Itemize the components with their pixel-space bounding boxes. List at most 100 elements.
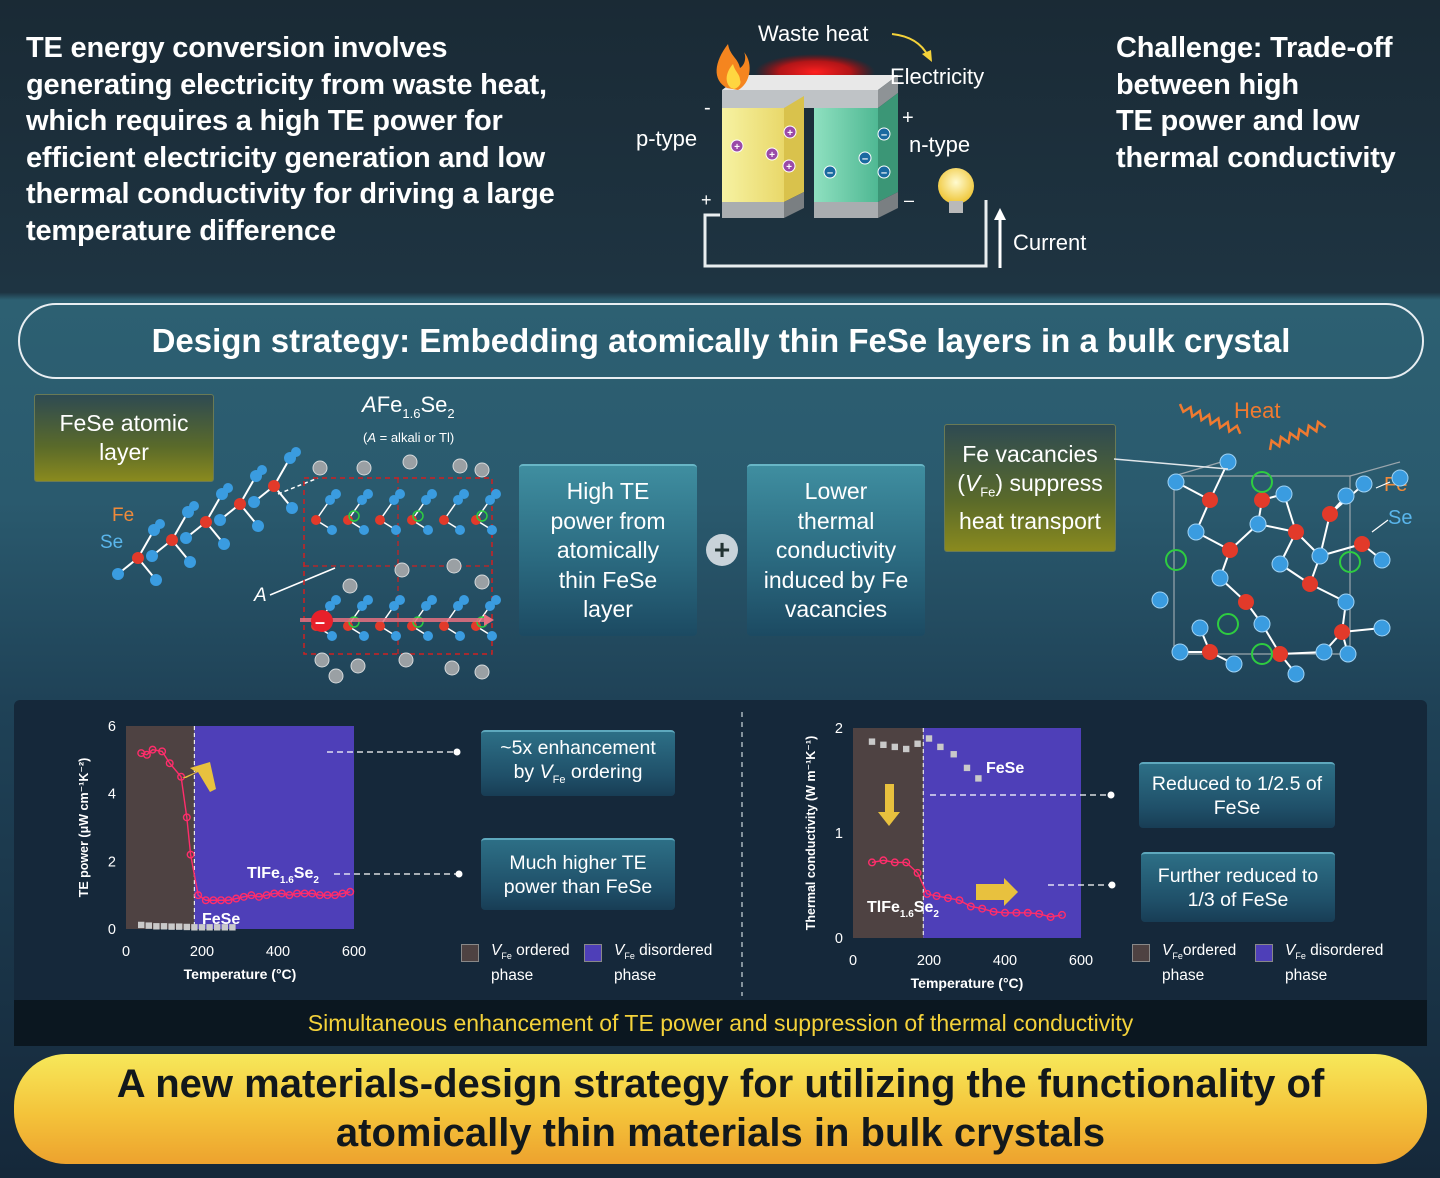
se-atom bbox=[1253, 615, 1271, 633]
design-strategy-banner: Design strategy: Embedding atomically th… bbox=[18, 303, 1424, 379]
a-atom bbox=[398, 652, 414, 668]
vacancy-site bbox=[348, 510, 360, 522]
se-atom bbox=[423, 631, 433, 641]
p-minus-sign: - bbox=[704, 97, 711, 119]
high-te-power-box: High TE power from atomically thin FeSe … bbox=[519, 464, 697, 636]
tl-data-point bbox=[300, 889, 309, 898]
heat-wave-left bbox=[1178, 403, 1242, 435]
tl-data-point bbox=[1023, 908, 1032, 917]
se-atom bbox=[248, 496, 260, 508]
tl-data-point bbox=[913, 868, 922, 877]
fe-atom bbox=[439, 621, 449, 631]
n-type-label: n-type bbox=[909, 132, 970, 157]
fese-data-point bbox=[214, 924, 221, 931]
vacancy-site bbox=[1339, 551, 1361, 573]
reduced-annotation: Reduced to 1/2.5 of FeSe bbox=[1139, 762, 1335, 828]
electron-carriers bbox=[823, 127, 891, 179]
p-plus-sign: + bbox=[701, 190, 712, 210]
flame-icon bbox=[716, 44, 750, 90]
a-atom bbox=[446, 558, 462, 574]
svg-text:+: + bbox=[769, 150, 775, 161]
fese-data-point bbox=[183, 923, 190, 931]
se-atom bbox=[363, 595, 373, 605]
fe-atom bbox=[1202, 492, 1218, 508]
se-atom bbox=[1191, 619, 1209, 637]
svg-text:–: – bbox=[881, 129, 887, 141]
fe-atom bbox=[1202, 644, 1218, 660]
se-atom bbox=[391, 631, 401, 641]
electron-sign: – bbox=[315, 612, 325, 632]
fe-atom bbox=[311, 515, 321, 525]
tl-data-point bbox=[177, 772, 186, 781]
fese-data-point bbox=[176, 923, 183, 930]
fese-data-point bbox=[153, 923, 160, 930]
se-atom bbox=[491, 489, 501, 499]
tl-series-label: TlFe1.6Se2 bbox=[247, 865, 319, 886]
se-atom bbox=[1171, 643, 1189, 661]
vacancy-site bbox=[1251, 643, 1273, 665]
y-tick-label: 0 bbox=[108, 922, 116, 938]
fese-layer-chain bbox=[112, 447, 336, 596]
tl-data-point bbox=[902, 858, 911, 867]
y-tick-label: 1 bbox=[835, 826, 843, 842]
se-atom bbox=[291, 447, 301, 457]
fese-data-point bbox=[229, 924, 236, 931]
tl-data-point bbox=[323, 891, 332, 900]
a-atom bbox=[444, 660, 460, 676]
tl-data-point bbox=[216, 896, 225, 905]
fe-atom bbox=[1288, 524, 1304, 540]
tl-data-point bbox=[879, 856, 888, 865]
se-atom bbox=[1355, 475, 1373, 493]
tl-data-point bbox=[978, 904, 987, 913]
se-atom bbox=[223, 483, 233, 493]
x-tick-label: 600 bbox=[342, 944, 366, 960]
se-atom bbox=[189, 501, 199, 511]
x-tick-label: 200 bbox=[917, 953, 941, 969]
fe-atom bbox=[1254, 492, 1270, 508]
x-tick-label: 0 bbox=[122, 944, 130, 960]
se-atom bbox=[1337, 593, 1355, 611]
x-axis-label: Temperature (°C) bbox=[911, 975, 1024, 991]
a-atom bbox=[356, 460, 372, 476]
x-axis-label: Temperature (°C) bbox=[184, 966, 297, 982]
tl-data-point bbox=[1001, 908, 1010, 917]
se-atom bbox=[427, 489, 437, 499]
se-atom bbox=[455, 631, 465, 641]
fe-atom bbox=[343, 515, 353, 525]
tl-data-point bbox=[868, 858, 877, 867]
fese-data-point bbox=[168, 923, 175, 930]
legend-swatch-disordered bbox=[1255, 944, 1273, 962]
fe-atom bbox=[1354, 536, 1370, 552]
se-atom bbox=[1339, 645, 1357, 663]
legend-swatch-ordered bbox=[1132, 944, 1150, 962]
tl-series-line bbox=[141, 748, 351, 901]
ordered-phase-region bbox=[853, 728, 924, 938]
se-atom bbox=[184, 556, 196, 568]
se-atom bbox=[1275, 485, 1293, 503]
se-atom bbox=[327, 525, 337, 535]
fese-data-point bbox=[937, 743, 944, 751]
a-atom bbox=[342, 578, 358, 594]
a-atom bbox=[452, 458, 468, 474]
tl-data-point bbox=[890, 858, 899, 867]
svg-text:+: + bbox=[787, 128, 793, 139]
tl-data-point bbox=[158, 747, 167, 756]
enhancement-annotation: ~5x enhancement by VFe ordering bbox=[481, 730, 675, 796]
a-atom bbox=[350, 658, 366, 674]
fe-atom bbox=[268, 480, 280, 492]
fese-data-point bbox=[198, 924, 206, 931]
tl-data-point bbox=[346, 887, 355, 896]
fe-atom bbox=[471, 621, 481, 631]
tl-series-label: TlFe1.6Se2 bbox=[867, 899, 939, 920]
a-atom bbox=[328, 668, 344, 684]
y-tick-label: 4 bbox=[108, 787, 116, 803]
vacancy-site bbox=[412, 510, 424, 522]
light-bulb-icon bbox=[938, 168, 974, 213]
a-atom bbox=[402, 454, 418, 470]
tl-data-point bbox=[315, 891, 324, 900]
fese-data-point bbox=[160, 923, 168, 930]
se-atom bbox=[459, 489, 469, 499]
